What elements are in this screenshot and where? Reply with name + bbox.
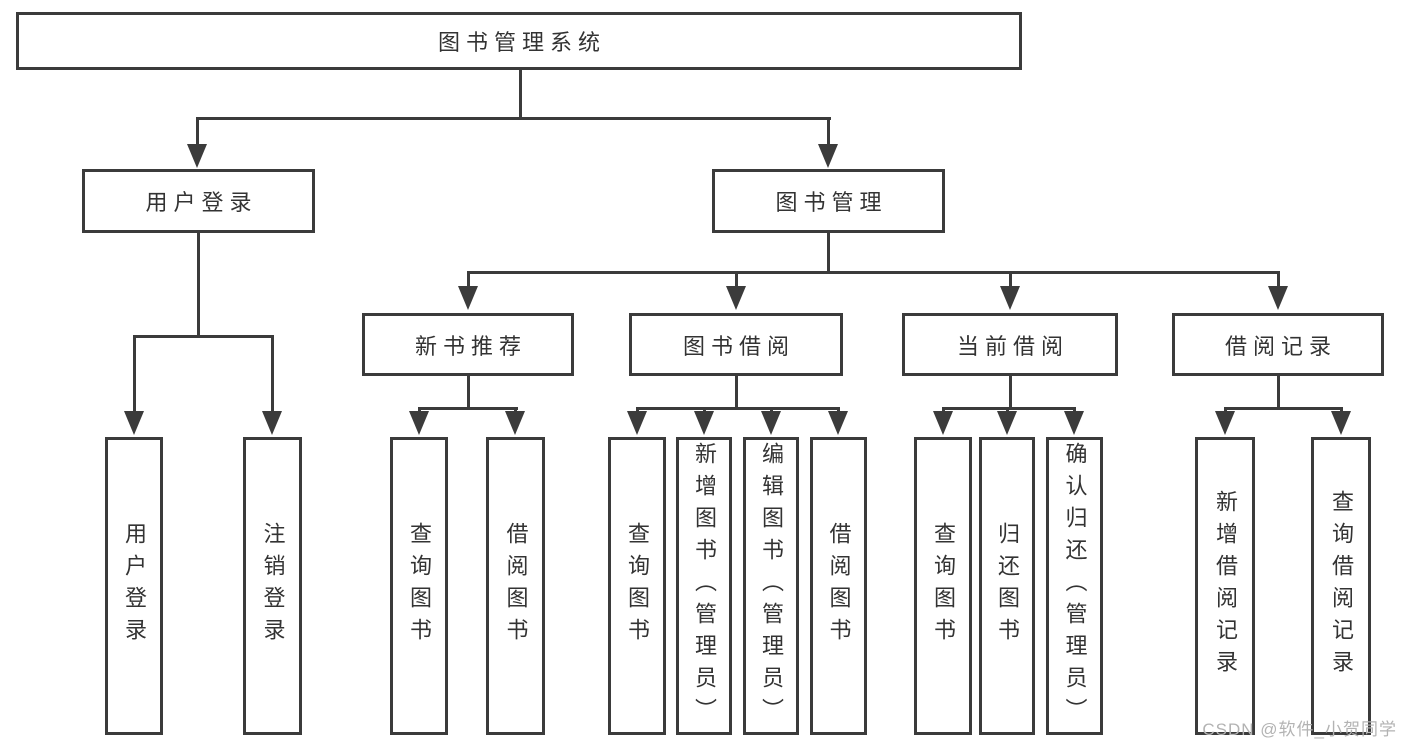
- arrow-down-icon: [409, 411, 429, 435]
- connector-vline: [1009, 376, 1012, 409]
- leaf-query-book-recommend: 查询图书: [390, 437, 448, 735]
- leaf-label: 新增图书（管理员）: [692, 442, 717, 730]
- connector-hline: [467, 271, 1280, 274]
- leaf-user-login: 用户登录: [105, 437, 163, 735]
- connector-hline: [636, 407, 840, 410]
- leaf-add-borrow-record: 新增借阅记录: [1195, 437, 1255, 735]
- leaf-borrow-book-recommend: 借阅图书: [486, 437, 545, 735]
- arrow-down-icon: [262, 411, 282, 435]
- node-book-management: 图书管理: [712, 169, 945, 233]
- leaf-query-book-borrow: 查询图书: [608, 437, 666, 735]
- arrow-down-icon: [1268, 286, 1288, 310]
- leaf-label: 查询借阅记录: [1329, 490, 1354, 682]
- connector-stem: [827, 117, 830, 159]
- arrow-down-icon: [828, 411, 848, 435]
- node-current-borrow: 当前借阅: [902, 313, 1118, 376]
- arrow-down-icon: [997, 411, 1017, 435]
- arrow-down-icon: [933, 411, 953, 435]
- leaf-borrow-book: 借阅图书: [810, 437, 867, 735]
- leaf-query-book-current: 查询图书: [914, 437, 972, 735]
- csdn-watermark: CSDN @软件_小贺同学: [1202, 720, 1397, 739]
- connector-stem: [196, 117, 199, 159]
- leaf-query-borrow-record: 查询借阅记录: [1311, 437, 1371, 735]
- connector-stem: [271, 335, 274, 429]
- leaf-label: 查询图书: [625, 522, 650, 650]
- leaf-add-book-admin: 新增图书（管理员）: [676, 437, 732, 735]
- leaf-logout-login: 注销登录: [243, 437, 302, 735]
- leaf-edit-book-admin: 编辑图书（管理员）: [743, 437, 799, 735]
- node-borrow-record: 借阅记录: [1172, 313, 1384, 376]
- connector-hline: [418, 407, 518, 410]
- connector-vline: [1277, 376, 1280, 409]
- arrow-down-icon: [761, 411, 781, 435]
- connector-vline: [827, 233, 830, 273]
- connector-hline: [133, 335, 274, 338]
- arrow-down-icon: [1000, 286, 1020, 310]
- connector-hline: [196, 117, 831, 120]
- leaf-confirm-return-admin: 确认归还（管理员）: [1046, 437, 1103, 735]
- connector-vline: [735, 376, 738, 409]
- arrow-down-icon: [1331, 411, 1351, 435]
- node-user-login: 用户登录: [82, 169, 315, 233]
- connector-stem: [133, 335, 136, 429]
- leaf-return-book: 归还图书: [979, 437, 1035, 735]
- node-new-book-recommend: 新书推荐: [362, 313, 574, 376]
- arrow-down-icon: [187, 144, 207, 168]
- connector-hline: [942, 407, 1076, 410]
- leaf-label: 归还图书: [995, 522, 1020, 650]
- arrow-down-icon: [1215, 411, 1235, 435]
- arrow-down-icon: [1064, 411, 1084, 435]
- node-root-library-system: 图书管理系统: [16, 12, 1022, 70]
- connector-vline: [467, 376, 470, 409]
- leaf-label: 确认归还（管理员）: [1062, 442, 1088, 730]
- node-book-borrow: 图书借阅: [629, 313, 843, 376]
- connector-vline: [519, 70, 522, 119]
- arrow-down-icon: [505, 411, 525, 435]
- connector-vline: [197, 233, 200, 337]
- arrow-down-icon: [627, 411, 647, 435]
- arrow-down-icon: [818, 144, 838, 168]
- arrow-down-icon: [726, 286, 746, 310]
- leaf-label: 查询图书: [931, 522, 956, 650]
- arrow-down-icon: [694, 411, 714, 435]
- leaf-label: 编辑图书（管理员）: [759, 442, 784, 730]
- leaf-label: 借阅图书: [826, 522, 852, 650]
- leaf-label: 借阅图书: [503, 522, 529, 650]
- leaf-label: 查询图书: [407, 522, 432, 650]
- leaf-label: 新增借阅记录: [1213, 490, 1238, 682]
- connector-hline: [1224, 407, 1343, 410]
- arrow-down-icon: [458, 286, 478, 310]
- leaf-label: 用户登录: [122, 522, 147, 650]
- arrow-down-icon: [124, 411, 144, 435]
- leaf-label: 注销登录: [260, 522, 286, 650]
